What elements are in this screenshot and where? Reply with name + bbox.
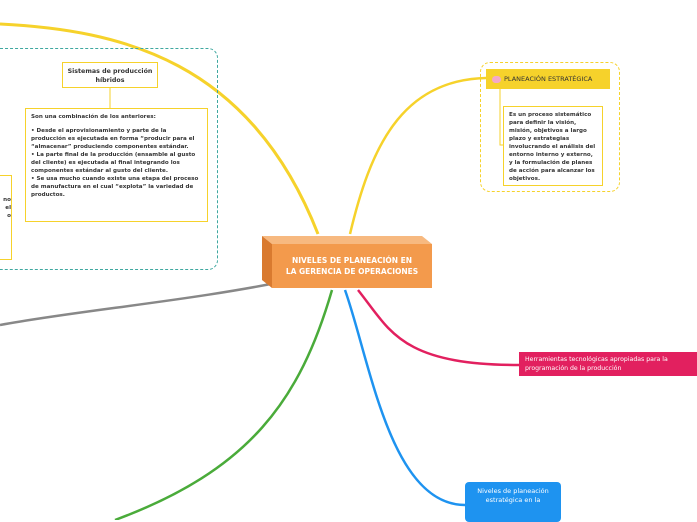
edge-planeacion <box>348 76 487 235</box>
topic-sistemas-hibridos[interactable]: Sistemas de producción híbridos <box>62 62 158 88</box>
group-frame-hibridos <box>0 48 218 270</box>
central-title-line1: NIVELES DE PLANEACIÓN EN <box>291 256 413 265</box>
central-topic-face: NIVELES DE PLANEACIÓN EN LA GERENCIA DE … <box>272 244 432 288</box>
topic-planeacion-estrategica[interactable]: PLANEACIÓN ESTRATÉGICA <box>486 69 610 89</box>
hibridos-description[interactable]: Son una combinación de los anteriores: •… <box>25 108 208 222</box>
central-3d-shape <box>262 236 432 288</box>
topic-niveles-planeacion[interactable]: Niveles de planeación estratégica en la <box>465 482 561 522</box>
hibridos-bullet-3: • Se usa mucho cuando existe una etapa d… <box>31 176 199 198</box>
planeacion-title: PLANEACIÓN ESTRATÉGICA <box>504 75 593 83</box>
brain-icon <box>492 75 501 83</box>
edge-gray <box>0 276 301 327</box>
planeacion-description[interactable]: Es un proceso sistemático para definir l… <box>503 106 603 186</box>
edge-green <box>114 289 334 520</box>
group-frame-planeacion <box>480 62 620 192</box>
edge-herramientas <box>357 289 520 367</box>
edge-niveles <box>343 289 466 507</box>
partial-line: no <box>3 197 11 203</box>
partial-line: o <box>7 213 11 219</box>
partial-line: el <box>5 205 11 211</box>
central-title-line2: LA GERENCIA DE OPERACIONES <box>285 267 419 276</box>
edge-planeacion-box <box>499 89 503 146</box>
partial-left-box[interactable]: no el o <box>0 175 12 260</box>
hibridos-bullet-1: • Desde el aprovisionamiento y parte de … <box>31 128 195 150</box>
hibridos-bullet-2: • La parte final de la producción (ensam… <box>31 152 196 174</box>
topic-herramientas[interactable]: Herramientas tecnológicas apropiadas par… <box>519 352 697 376</box>
edge-hibridos <box>0 22 320 235</box>
central-topic[interactable]: NIVELES DE PLANEACIÓN EN LA GERENCIA DE … <box>262 234 436 290</box>
hibridos-intro: Son una combinación de los anteriores: <box>31 114 156 120</box>
